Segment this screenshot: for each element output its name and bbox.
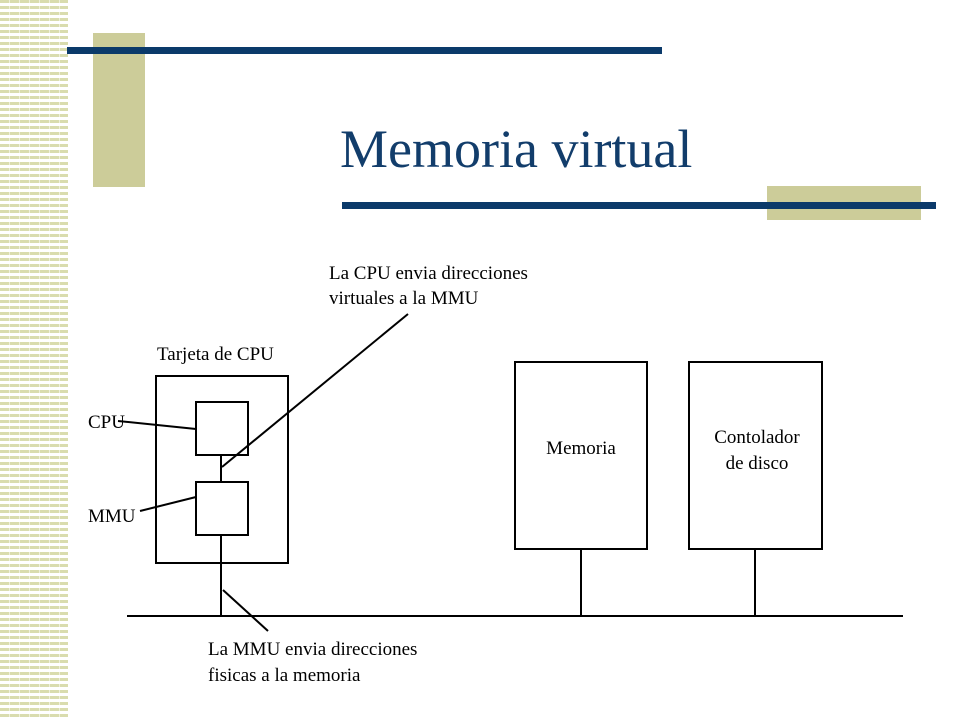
- disk-controller-label-line2: de disco: [726, 453, 789, 474]
- mmu-label-leader: [139, 496, 197, 512]
- decorative-navy-bar-top: [67, 47, 662, 54]
- note-mmu-leader: [222, 589, 269, 632]
- disk-controller-label-line1: Contolador: [714, 427, 800, 448]
- slide-title: Memoria virtual: [340, 119, 693, 179]
- cpu-label-leader: [117, 420, 197, 430]
- cpu-label: CPU: [88, 412, 125, 433]
- decorative-navy-bar-bottom: [342, 202, 936, 209]
- cpu-card-label: Tarjeta de CPU: [157, 344, 274, 365]
- note-mmu-line1: La MMU envia direcciones: [208, 639, 417, 660]
- note-mmu-line2: fisicas a la memoria: [208, 665, 361, 686]
- cpu-box: [195, 401, 249, 456]
- note-cpu-line1: La CPU envia direcciones: [329, 263, 528, 284]
- mmu-box: [195, 481, 249, 536]
- note-cpu-line2: virtuales a la MMU: [329, 288, 479, 309]
- mmu-label: MMU: [88, 506, 136, 527]
- memory-label: Memoria: [546, 438, 616, 459]
- note-cpu-leader: [221, 313, 409, 468]
- decorative-stripe-column: [0, 0, 68, 720]
- decorative-olive-block-top: [93, 33, 145, 187]
